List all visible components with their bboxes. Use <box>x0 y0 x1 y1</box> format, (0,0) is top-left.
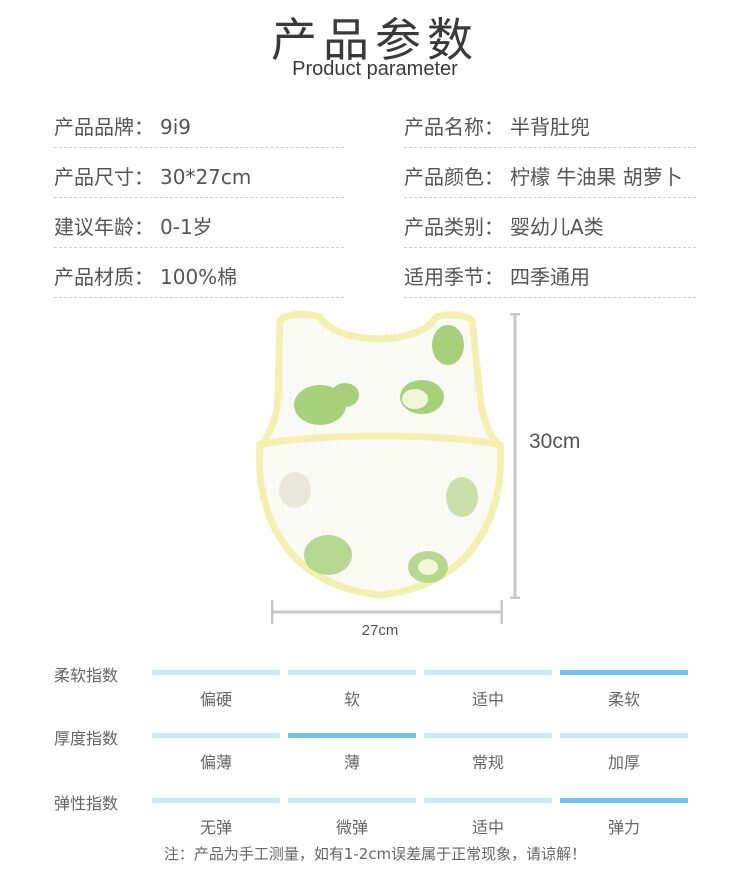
index-option-label: 软 <box>343 690 360 709</box>
index-label: 弹性指数 <box>54 794 119 813</box>
param-label: 产品尺寸： <box>54 165 154 189</box>
param-label: 产品材质： <box>54 265 154 289</box>
index-bar-segment <box>288 798 416 803</box>
index-bar-segment <box>424 798 552 803</box>
param-age: 建议年龄：0-1岁 <box>54 207 344 248</box>
param-value: 30*27cm <box>160 165 252 189</box>
height-label: 30cm <box>529 430 581 453</box>
index-bar-segment <box>424 670 552 675</box>
index-option-label: 柔软 <box>607 690 640 709</box>
index-option-label: 偏薄 <box>199 753 232 772</box>
index-option-label: 偏硬 <box>199 690 232 709</box>
param-label: 产品类别： <box>404 215 504 239</box>
index-bar-segment <box>424 733 552 738</box>
param-size: 产品尺寸：30*27cm <box>54 157 344 198</box>
index-option-label: 适中 <box>471 690 504 709</box>
param-value: 0-1岁 <box>160 215 213 239</box>
param-value: 9i9 <box>160 115 192 139</box>
index-label: 厚度指数 <box>54 729 119 748</box>
param-label: 适用季节： <box>404 265 504 289</box>
index-option-label: 适中 <box>471 818 504 837</box>
param-season: 适用季节：四季通用 <box>404 257 696 298</box>
index-bar-segment <box>560 798 688 803</box>
index-bar-segment <box>560 733 688 738</box>
product-image <box>255 310 506 599</box>
param-value: 柠檬 牛油果 胡萝卜 <box>510 165 683 189</box>
param-color: 产品颜色：柠檬 牛油果 胡萝卜 <box>404 157 696 198</box>
param-label: 产品品牌： <box>54 115 154 139</box>
param-label: 产品颜色： <box>404 165 504 189</box>
measurement-note: 注：产品为手工测量，如有1-2cm误差属于正常现象，请谅解！ <box>163 845 587 863</box>
param-value: 100%棉 <box>160 265 238 289</box>
height-dimension-line <box>510 313 520 599</box>
param-product-name: 产品名称：半背肚兜 <box>404 107 696 148</box>
page-title: 产品参数 <box>271 13 479 67</box>
page-subtitle: Product parameter <box>292 58 458 80</box>
pear-pattern <box>279 325 478 583</box>
index-label: 柔软指数 <box>54 666 119 685</box>
index-option-label: 加厚 <box>607 753 640 772</box>
param-value: 半背肚兜 <box>510 115 590 139</box>
param-value: 四季通用 <box>510 265 590 289</box>
index-option-label: 弹力 <box>607 818 640 837</box>
index-bar-segment <box>152 733 280 738</box>
index-bar-segment <box>288 670 416 675</box>
index-bar-segment <box>152 670 280 675</box>
param-label: 建议年龄： <box>54 215 154 239</box>
index-bar-segment <box>560 670 688 675</box>
index-bar-segment <box>152 798 280 803</box>
index-option-label: 薄 <box>343 753 360 772</box>
param-value: 婴幼儿A类 <box>510 215 604 239</box>
index-option-label: 常规 <box>471 753 504 772</box>
index-bar-segment <box>288 733 416 738</box>
param-material: 产品材质：100%棉 <box>54 257 344 298</box>
param-category: 产品类别：婴幼儿A类 <box>404 207 696 248</box>
param-label: 产品名称： <box>404 115 504 139</box>
width-dimension-line <box>271 600 503 624</box>
width-label: 27cm <box>361 622 399 639</box>
param-brand: 产品品牌：9i9 <box>54 107 344 148</box>
index-option-label: 微弹 <box>335 818 368 837</box>
index-option-label: 无弹 <box>199 818 232 837</box>
